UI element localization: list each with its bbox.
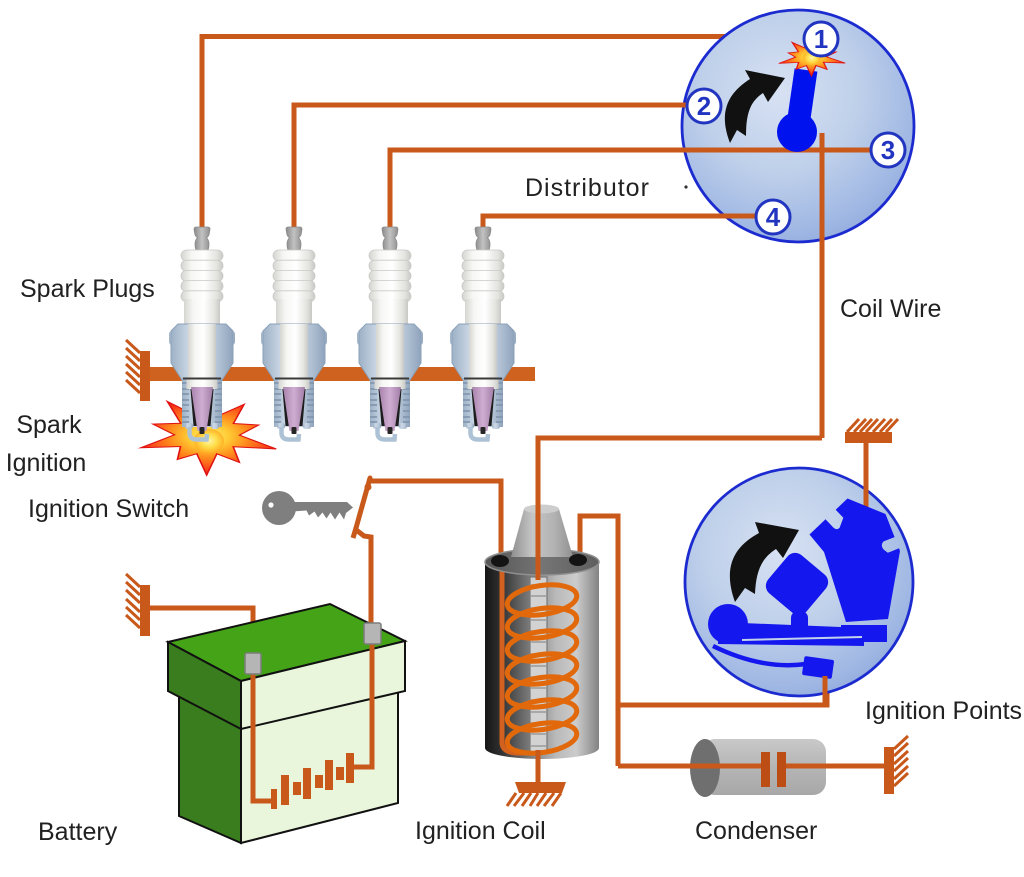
svg-text:Ignition Points: Ignition Points: [865, 697, 1022, 725]
svg-text:Distributor: Distributor: [525, 174, 650, 202]
svg-text:Spark Plugs: Spark Plugs: [20, 275, 155, 303]
svg-text:Ignition Switch: Ignition Switch: [28, 495, 189, 523]
svg-text:Condenser: Condenser: [695, 817, 817, 845]
svg-text:2: 2: [697, 91, 711, 121]
svg-text:Ignition Coil: Ignition Coil: [415, 817, 546, 845]
svg-text:Ignition: Ignition: [6, 449, 87, 477]
svg-text:Battery: Battery: [38, 818, 118, 846]
svg-text:Coil Wire: Coil Wire: [840, 295, 941, 323]
svg-text:3: 3: [881, 135, 895, 165]
svg-text:1: 1: [814, 24, 828, 54]
svg-text:4: 4: [766, 202, 781, 232]
svg-text:Spark: Spark: [16, 411, 82, 439]
